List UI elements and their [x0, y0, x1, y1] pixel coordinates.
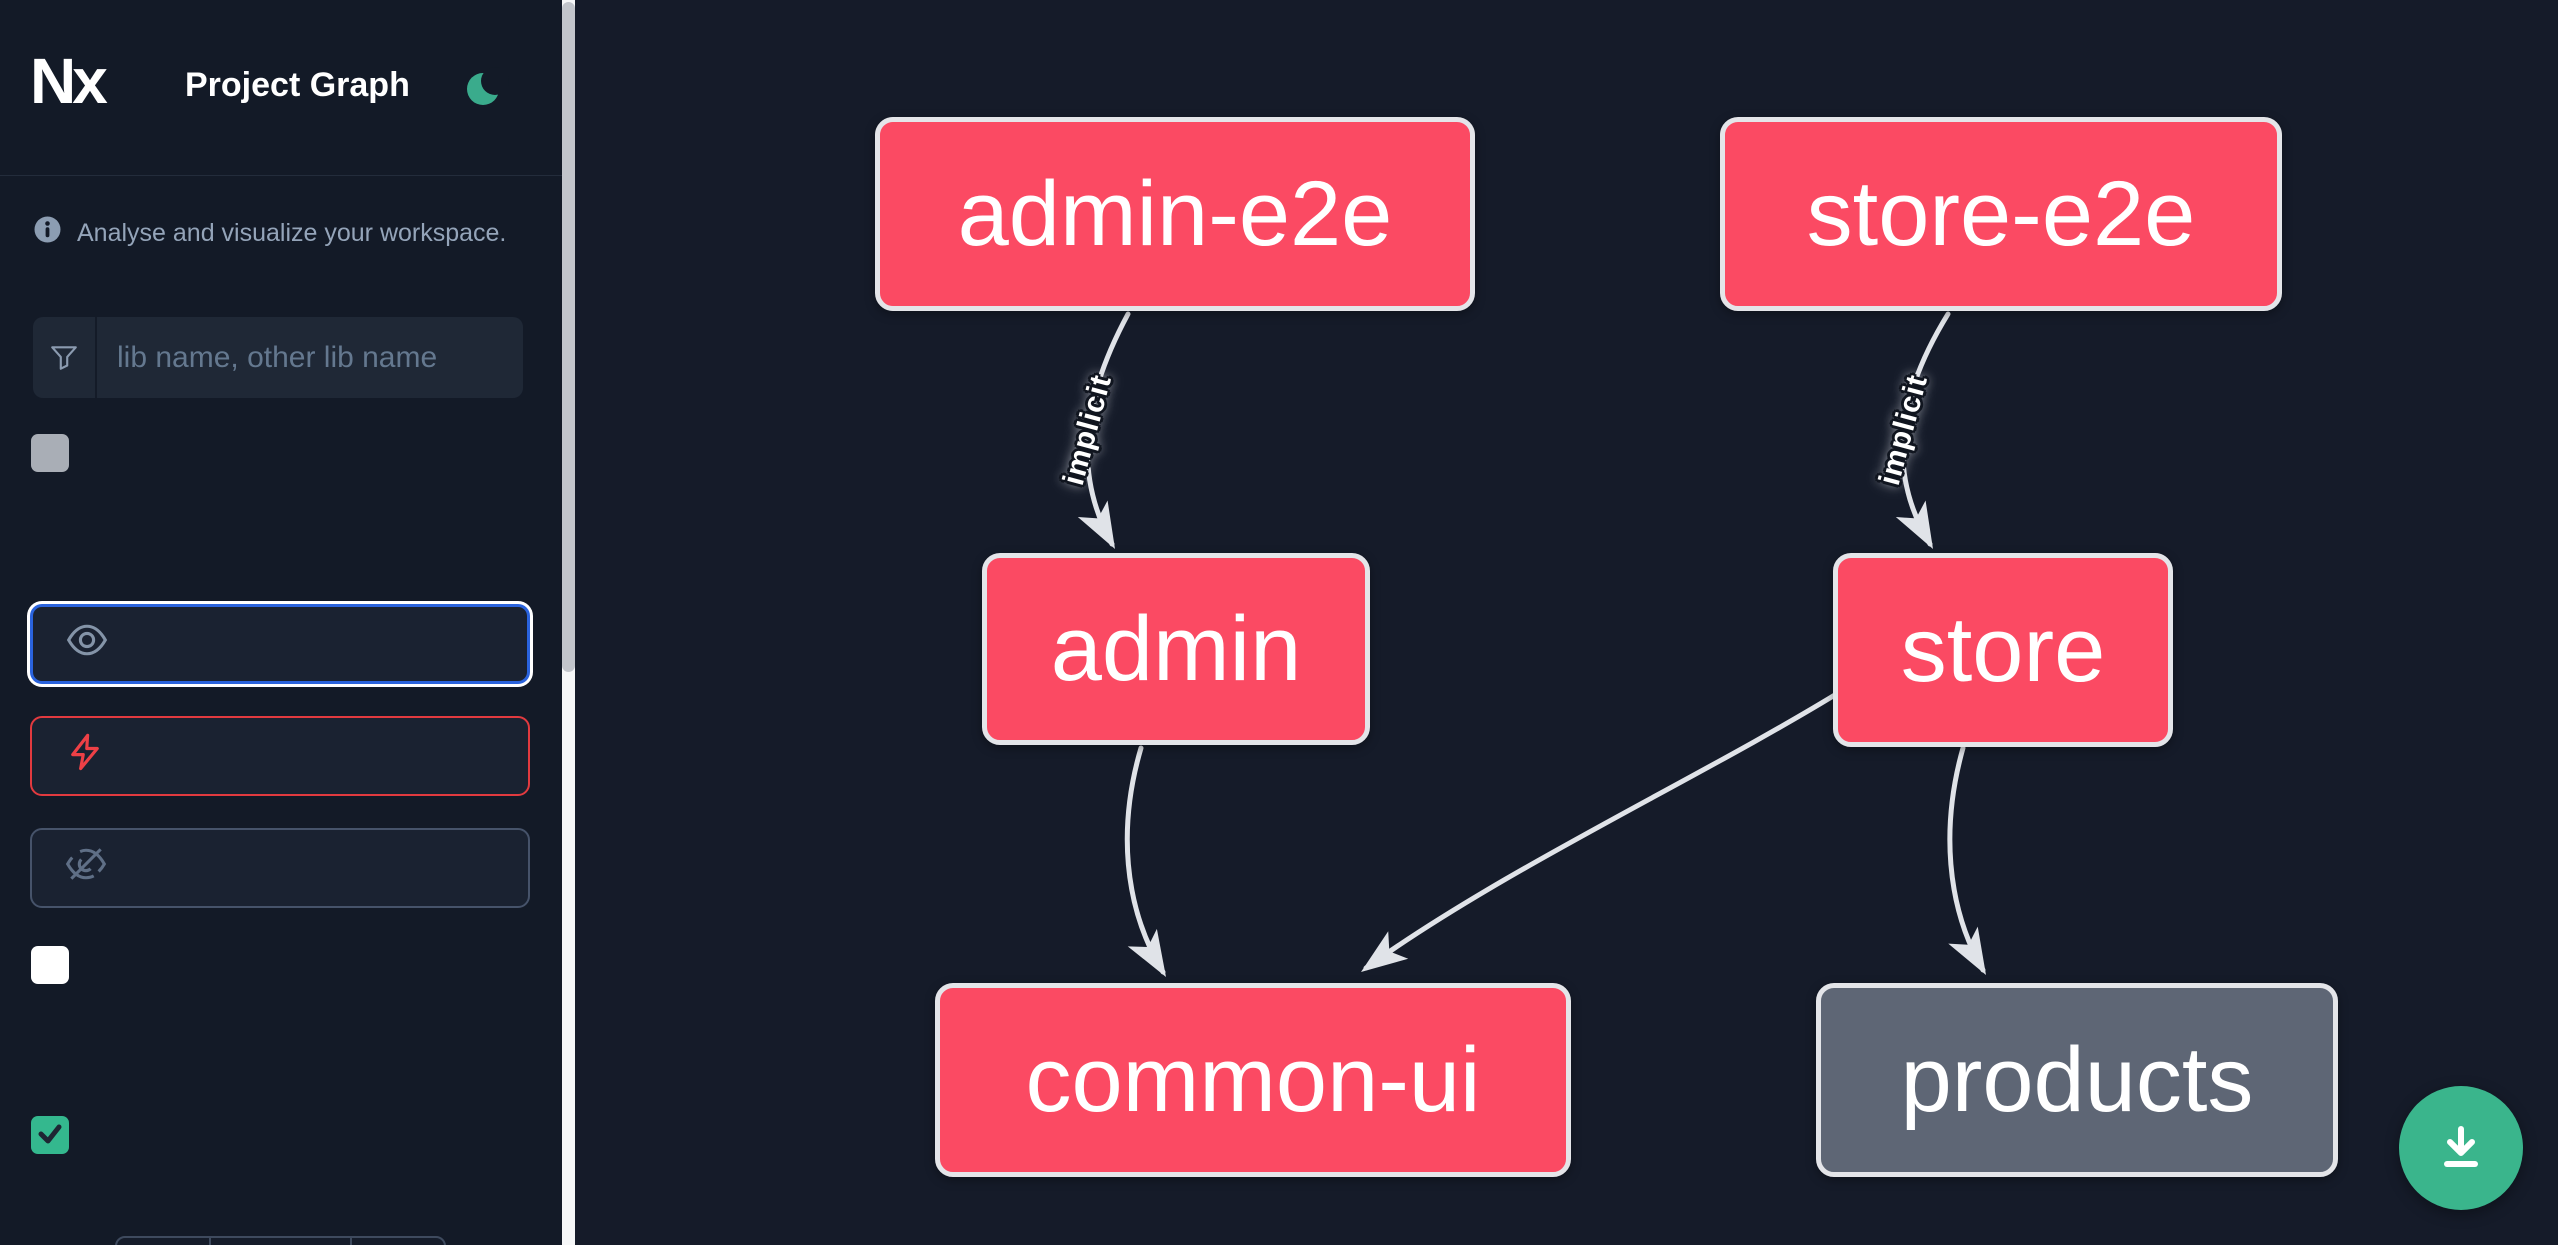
search-input[interactable] [97, 317, 523, 398]
show-affected-button[interactable] [30, 716, 530, 796]
project-node-store-e2e[interactable]: store-e2e [1720, 117, 2282, 311]
project-node-store[interactable]: store [1833, 553, 2173, 747]
dark-mode-toggle[interactable] [462, 64, 510, 112]
arrowhead-icon [1361, 931, 1409, 972]
project-node-common-ui[interactable]: common-ui [935, 983, 1571, 1177]
activate-proximity-checkbox[interactable] [31, 1116, 69, 1154]
eye-off-icon [64, 842, 108, 894]
sidebar-scrollbar-thumb[interactable] [562, 2, 575, 672]
option-activate-proximity [31, 1114, 531, 1154]
page-title: Project Graph [185, 66, 410, 104]
hide-all-button[interactable] [30, 828, 530, 908]
workspace-tagline: Analyse and visualize your workspace. [34, 216, 506, 250]
arrowhead-icon [1127, 928, 1166, 977]
show-all-button[interactable] [30, 604, 530, 684]
bolt-icon [64, 731, 106, 781]
option-include-related [31, 432, 531, 472]
arrowhead-icon [1948, 926, 1986, 975]
arrowhead-icon [1077, 500, 1115, 549]
search-box [33, 317, 523, 398]
edge-store-e2e-to-store [1900, 311, 1951, 547]
node-label: store-e2e [1806, 162, 2196, 265]
group-by-folder-checkbox[interactable] [31, 946, 69, 984]
eye-icon [65, 618, 109, 670]
sidebar: Nx Project Graph Analyse and vis [0, 0, 562, 1245]
node-label: products [1900, 1028, 2254, 1131]
moon-icon [462, 67, 510, 115]
download-graph-button[interactable] [2399, 1086, 2523, 1210]
segment-2[interactable] [211, 1238, 352, 1245]
sidebar-header: Nx Project Graph [0, 0, 562, 176]
edge-store-to-common-ui [1363, 687, 1846, 971]
arrowhead-icon [1895, 500, 1933, 549]
project-node-products[interactable]: products [1816, 983, 2338, 1177]
info-icon [34, 216, 61, 250]
tagline-text: Analyse and visualize your workspace. [77, 218, 507, 247]
node-label: common-ui [1025, 1028, 1481, 1131]
option-group-by-folder [31, 944, 531, 984]
filter-funnel-icon [33, 317, 97, 398]
node-label: admin-e2e [957, 162, 1393, 265]
segment-1[interactable] [117, 1238, 211, 1245]
edge-admin-e2e-to-admin [1085, 311, 1131, 547]
nx-logo: Nx [30, 45, 108, 117]
node-label: admin [1050, 597, 1302, 700]
node-label: store [1900, 598, 2106, 701]
project-node-admin-e2e[interactable]: admin-e2e [875, 117, 1475, 311]
project-node-admin[interactable]: admin [982, 553, 1370, 745]
check-icon [31, 1114, 69, 1157]
include-related-checkbox[interactable] [31, 434, 69, 472]
download-icon [2433, 1119, 2489, 1178]
